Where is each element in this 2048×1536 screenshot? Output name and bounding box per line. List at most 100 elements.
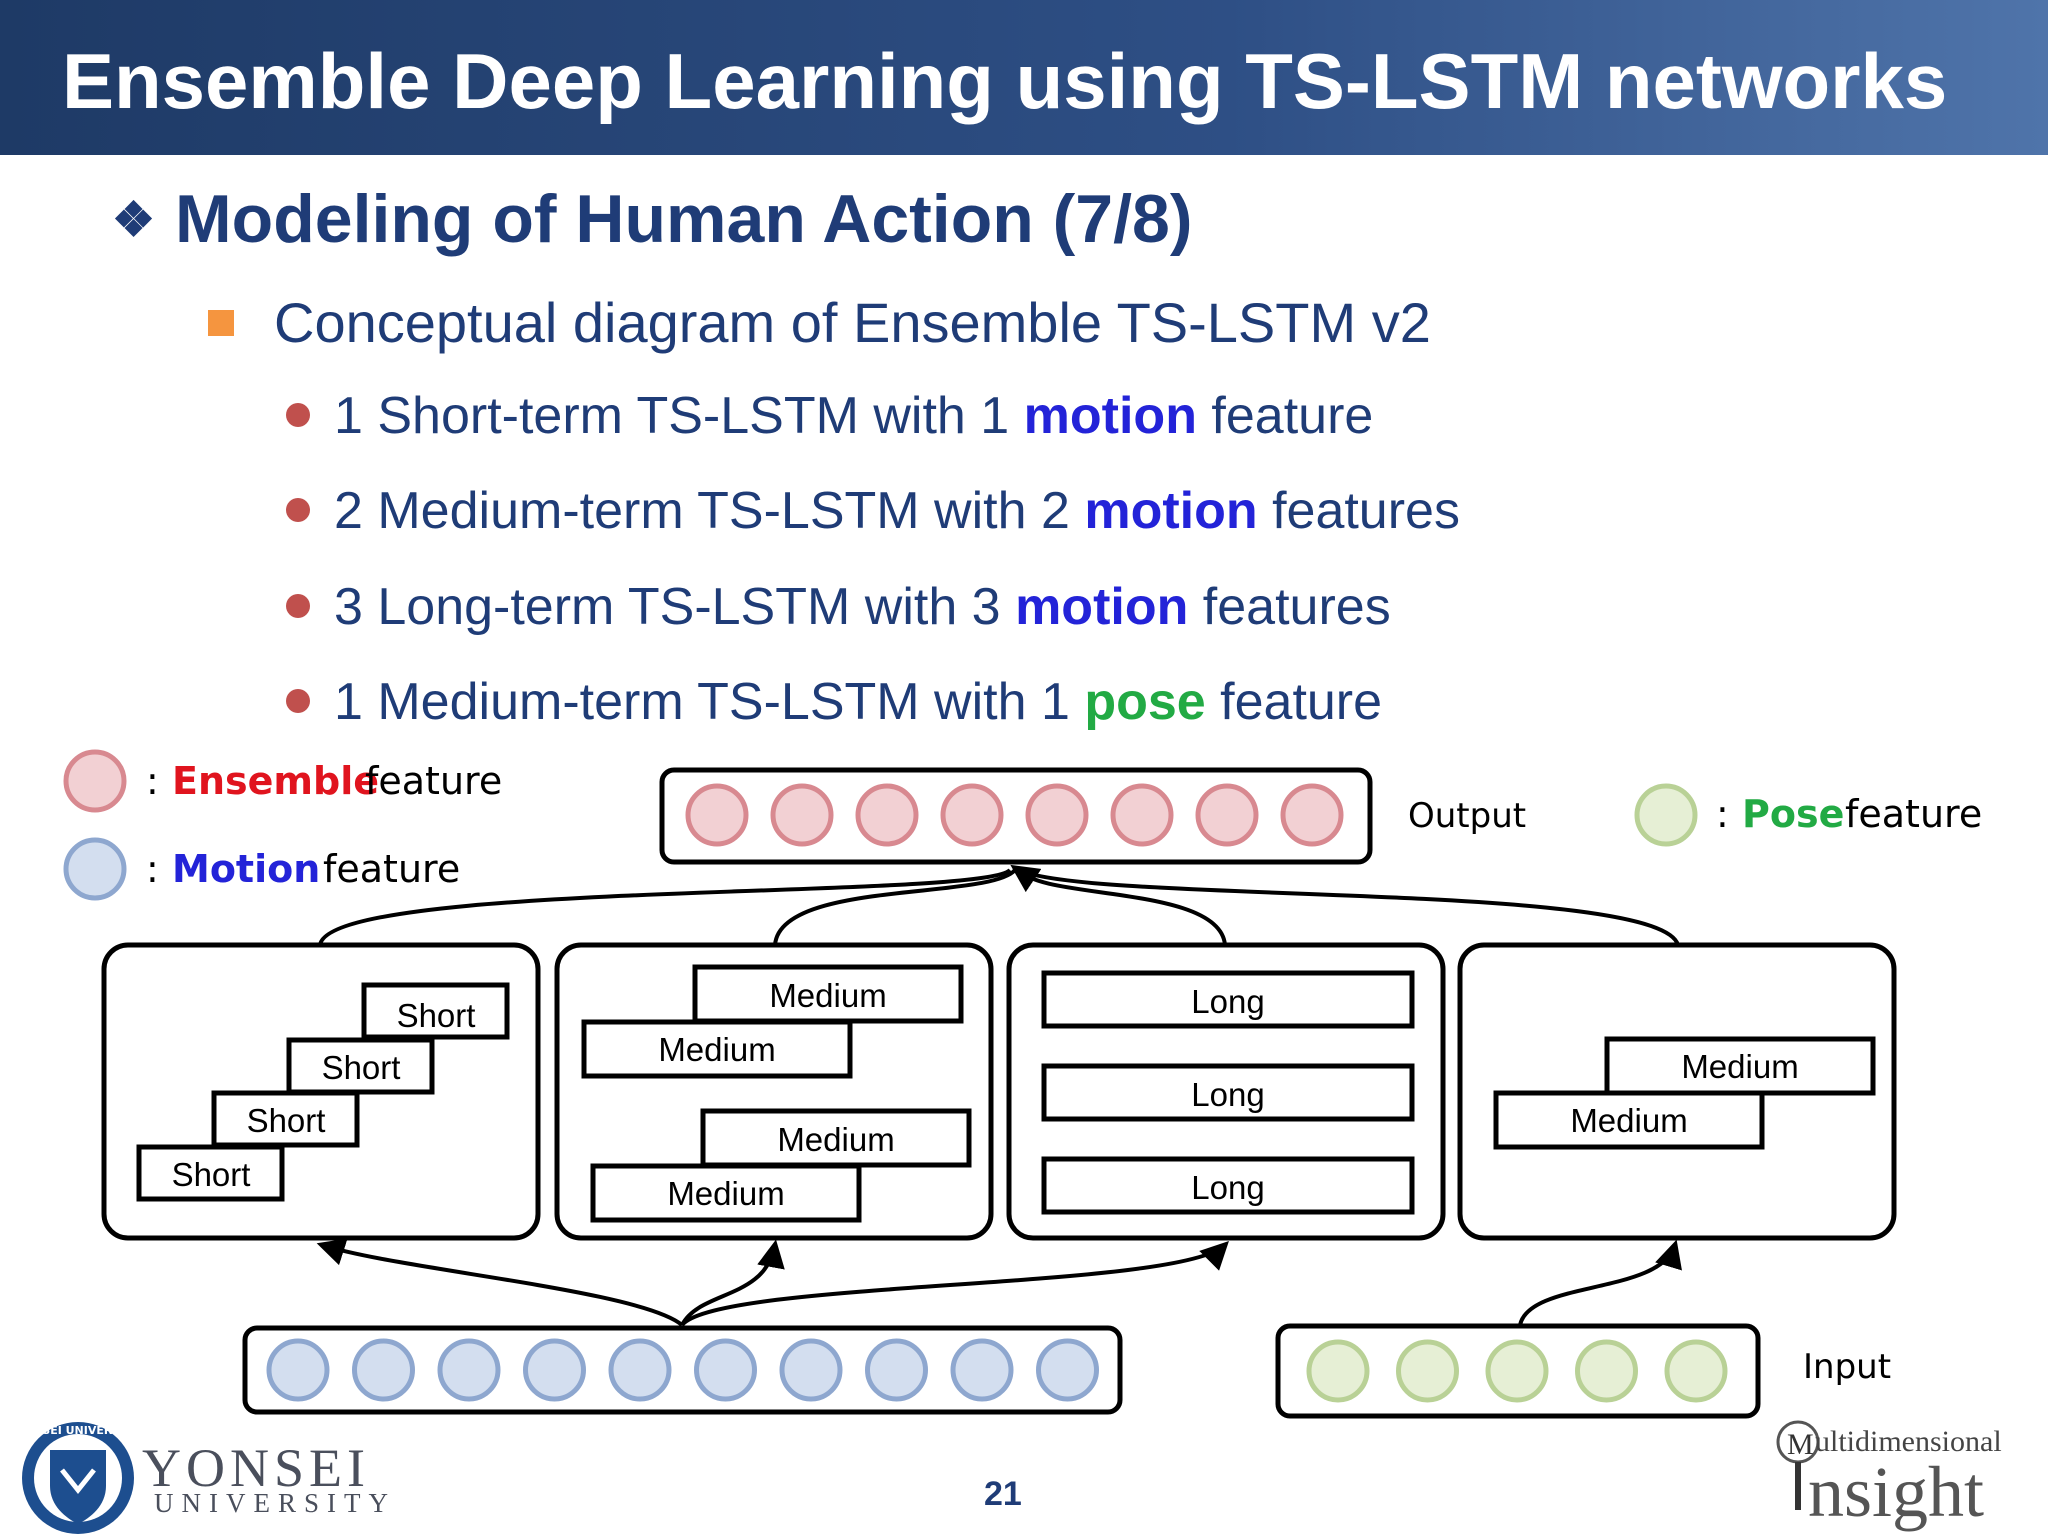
motion-input-circles xyxy=(266,1338,1099,1402)
long-block xyxy=(1041,1156,1415,1215)
short-block xyxy=(211,1090,360,1148)
ensemble-feature-circle xyxy=(685,783,749,847)
legend-pose-kw: Pose xyxy=(1742,792,1844,836)
medium-block-label: Medium xyxy=(769,977,886,1014)
legend-motion-label: feature xyxy=(323,847,460,891)
bullet-item: 3 Long-term TS-LSTM with 3 motion featur… xyxy=(286,577,1391,637)
long-block-label: Long xyxy=(1191,983,1264,1020)
pose-feature-circle xyxy=(1396,1339,1459,1403)
diamond-bullet-icon: ❖ xyxy=(112,194,156,247)
bullet-text: 1 Medium-term TS-LSTM with 1 xyxy=(334,673,1085,731)
legend-pose-circle xyxy=(1634,783,1698,847)
yonsei-seal-icon: YONSEI UNIVERSITY xyxy=(15,1422,141,1534)
bullet-item: 2 Medium-term TS-LSTM with 2 motion feat… xyxy=(286,481,1460,541)
legend-ensemble-kw: Ensemble xyxy=(172,759,379,803)
legend-pose-label: feature xyxy=(1845,792,1982,836)
bullet-text: 1 Short-term TS-LSTM with 1 xyxy=(334,387,1024,445)
long-block-label: Long xyxy=(1191,1169,1264,1206)
motion-feature-circle xyxy=(779,1338,843,1402)
medium-block-label: Medium xyxy=(777,1121,894,1158)
pose-input-circles xyxy=(1306,1339,1728,1403)
medium-block-label: Medium xyxy=(1570,1102,1687,1139)
ensemble-feature-circle xyxy=(770,783,834,847)
title-bar: Ensemble Deep Learning using TS-LSTM net… xyxy=(0,0,2048,155)
slide-title: Ensemble Deep Learning using TS-LSTM net… xyxy=(62,37,1948,125)
bullet-text: 3 Long-term TS-LSTM with 3 xyxy=(334,578,1016,636)
legend-ensemble-label: feature xyxy=(365,759,502,803)
heading-text: Modeling of Human Action (7/8) xyxy=(175,181,1193,257)
short-block-label: Short xyxy=(172,1156,251,1193)
legend-ensemble-sep: : xyxy=(146,759,159,803)
medium-block xyxy=(692,964,964,1024)
ensemble-feature-circle xyxy=(1195,783,1259,847)
bullet-item: 1 Short-term TS-LSTM with 1 motion featu… xyxy=(286,386,1373,446)
short-block xyxy=(286,1037,435,1095)
output-label: Output xyxy=(1408,796,1526,836)
motion-feature-circle xyxy=(266,1338,330,1402)
legend-pose-sep: : xyxy=(1716,792,1729,836)
bullet-keyword: motion xyxy=(1015,578,1189,636)
ensemble-feature-circle xyxy=(855,783,919,847)
motion-feature-circle xyxy=(865,1338,928,1402)
insight-lab-top-text: ultidimensional xyxy=(1815,1425,2002,1458)
medium-block xyxy=(700,1108,972,1168)
bullet-dot-icon xyxy=(286,594,310,618)
bullet-keyword: motion xyxy=(1023,387,1197,445)
heading: ❖ Modeling of Human Action (7/8) xyxy=(112,180,1192,258)
motion-feature-circle xyxy=(437,1338,501,1402)
medium-block xyxy=(581,1019,853,1079)
output-layer xyxy=(659,767,1373,865)
legend-ensemble-circle xyxy=(63,749,127,813)
yonsei-logo-name: YONSEI xyxy=(142,1438,370,1498)
insight-lab-logo: M ultidimensional nsight xyxy=(1776,1420,2002,1532)
motion-feature-circle xyxy=(523,1338,586,1402)
motion-feature-circle xyxy=(352,1338,415,1402)
motion-feature-circle xyxy=(608,1338,672,1402)
square-bullet-icon xyxy=(208,310,234,336)
bullet-dot-icon xyxy=(286,403,310,427)
pose-feature-circle xyxy=(1664,1339,1728,1403)
ensemble-feature-circle xyxy=(1280,783,1344,847)
subheading-text: Conceptual diagram of Ensemble TS-LSTM v… xyxy=(274,291,1431,354)
legend-motion-circle xyxy=(63,837,127,901)
short-block xyxy=(361,982,510,1040)
short-block xyxy=(136,1144,285,1202)
output-circles xyxy=(685,783,1344,847)
pose-feature-circle xyxy=(1306,1339,1370,1403)
bullet-keyword: pose xyxy=(1084,673,1206,731)
bullet-text: features xyxy=(1188,578,1391,636)
bullet-text: feature xyxy=(1205,673,1383,731)
subheading: Conceptual diagram of Ensemble TS-LSTM v… xyxy=(208,290,1431,355)
ensemble-feature-circle xyxy=(940,783,1004,847)
ensemble-feature-circle xyxy=(1110,783,1174,847)
motion-feature-circle xyxy=(694,1338,757,1402)
medium-block-label: Medium xyxy=(667,1175,784,1212)
page-number: 21 xyxy=(984,1475,1022,1513)
bullet-keyword: motion xyxy=(1084,482,1258,540)
short-block-label: Short xyxy=(247,1102,326,1139)
motion-feature-circle xyxy=(950,1338,1014,1402)
input-label: Input xyxy=(1803,1347,1891,1387)
bullet-dot-icon xyxy=(286,689,310,713)
medium-block xyxy=(1493,1090,1765,1150)
seal-text: YONSEI UNIVERSITY xyxy=(15,1424,141,1437)
long-block xyxy=(1041,1063,1415,1122)
medium-block xyxy=(1604,1036,1876,1096)
long-block-label: Long xyxy=(1191,1076,1264,1113)
bullet-dot-icon xyxy=(286,498,310,522)
pose-feature-circle xyxy=(1575,1339,1638,1403)
insight-lab-initial: M xyxy=(1787,1428,1814,1461)
pose-feature-circle xyxy=(1485,1339,1549,1403)
bullet-text: 2 Medium-term TS-LSTM with 2 xyxy=(334,482,1085,540)
medium-block-label: Medium xyxy=(658,1031,775,1068)
yonsei-logo-sub: UNIVERSITY xyxy=(154,1488,396,1518)
bullet-text: feature xyxy=(1196,387,1374,445)
long-block xyxy=(1041,970,1415,1029)
legend-motion-sep: : xyxy=(146,847,159,891)
medium-block xyxy=(590,1163,862,1223)
medium-block-label: Medium xyxy=(1681,1048,1798,1085)
short-block-label: Short xyxy=(397,997,476,1034)
short-block-label: Short xyxy=(322,1049,401,1086)
bullet-text: features xyxy=(1257,482,1460,540)
